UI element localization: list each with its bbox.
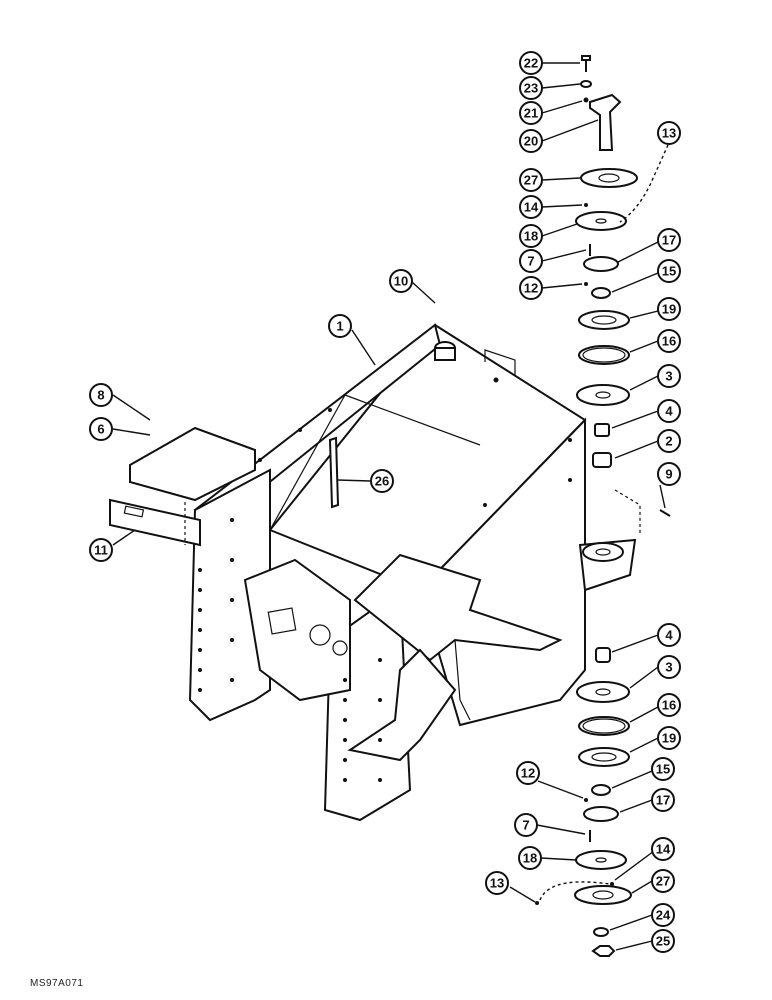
- callout-9: 9: [657, 462, 681, 486]
- svg-text:15: 15: [662, 264, 676, 279]
- svg-text:27: 27: [524, 173, 538, 188]
- svg-text:16: 16: [662, 698, 676, 713]
- svg-text:12: 12: [521, 766, 535, 781]
- callouts: 22 23 21 20 13 27 14 18 17 7 15 12 10 19…: [89, 51, 681, 953]
- callout-8: 8: [89, 383, 113, 407]
- svg-text:13: 13: [662, 126, 676, 141]
- svg-text:4: 4: [665, 628, 673, 643]
- callout-18-lower: 18: [518, 846, 542, 870]
- callout-13-lower: 13: [485, 871, 509, 895]
- svg-text:18: 18: [523, 851, 537, 866]
- svg-text:13: 13: [490, 876, 504, 891]
- callout-7-lower: 7: [514, 813, 538, 837]
- callout-22: 22: [519, 51, 543, 75]
- svg-text:2: 2: [665, 434, 672, 449]
- svg-text:17: 17: [656, 793, 670, 808]
- svg-text:3: 3: [665, 660, 672, 675]
- svg-text:19: 19: [662, 302, 676, 317]
- callout-24: 24: [651, 903, 675, 927]
- callout-17-upper: 17: [657, 228, 681, 252]
- callout-20: 20: [519, 129, 543, 153]
- svg-text:26: 26: [375, 474, 389, 489]
- svg-text:24: 24: [656, 908, 671, 923]
- callout-16-lower: 16: [657, 693, 681, 717]
- svg-text:4: 4: [665, 404, 673, 419]
- callout-18-upper: 18: [519, 224, 543, 248]
- svg-text:10: 10: [394, 274, 408, 289]
- callout-16-upper: 16: [657, 329, 681, 353]
- svg-text:6: 6: [97, 422, 104, 437]
- svg-text:25: 25: [656, 934, 670, 949]
- callout-3-lower: 3: [657, 655, 681, 679]
- svg-text:9: 9: [665, 467, 672, 482]
- svg-text:14: 14: [656, 842, 671, 857]
- callout-14-upper: 14: [519, 195, 543, 219]
- callout-4-upper: 4: [657, 399, 681, 423]
- svg-text:14: 14: [524, 200, 539, 215]
- svg-text:11: 11: [94, 543, 108, 558]
- callout-25: 25: [651, 929, 675, 953]
- callout-19-upper: 19: [657, 297, 681, 321]
- callout-23: 23: [519, 76, 543, 100]
- callout-2: 2: [657, 429, 681, 453]
- callout-26: 26: [370, 469, 394, 493]
- callout-17-lower: 17: [651, 788, 675, 812]
- upper-pivot-stack: [575, 55, 671, 517]
- svg-text:17: 17: [662, 233, 676, 248]
- svg-text:22: 22: [524, 56, 538, 71]
- svg-text:18: 18: [524, 229, 538, 244]
- svg-text:23: 23: [524, 81, 538, 96]
- callout-10: 10: [389, 269, 413, 293]
- callout-1: 1: [328, 314, 352, 338]
- svg-text:8: 8: [97, 388, 104, 403]
- callout-12-upper: 12: [519, 276, 543, 300]
- figure-code: MS97A071: [30, 978, 84, 989]
- callout-6: 6: [89, 417, 113, 441]
- callout-3-upper: 3: [657, 364, 681, 388]
- svg-text:3: 3: [665, 369, 672, 384]
- callout-19-lower: 19: [657, 726, 681, 750]
- callout-12-lower: 12: [516, 761, 540, 785]
- callout-21: 21: [519, 101, 543, 125]
- svg-text:7: 7: [527, 254, 534, 269]
- callout-27-lower: 27: [651, 869, 675, 893]
- svg-text:1: 1: [336, 319, 343, 334]
- svg-text:16: 16: [662, 334, 676, 349]
- frame-assembly: [109, 323, 641, 822]
- callout-14-lower: 14: [651, 837, 675, 861]
- svg-text:7: 7: [522, 818, 529, 833]
- callout-7-upper: 7: [519, 249, 543, 273]
- mounting-holes: [198, 408, 572, 782]
- callout-11: 11: [89, 538, 113, 562]
- svg-text:15: 15: [656, 762, 670, 777]
- leader-lines: [112, 62, 669, 951]
- callout-13-upper: 13: [657, 121, 681, 145]
- svg-text:27: 27: [656, 874, 670, 889]
- callout-15-upper: 15: [657, 259, 681, 283]
- callout-27-upper: 27: [519, 168, 543, 192]
- svg-text:21: 21: [524, 106, 538, 121]
- callout-15-lower: 15: [651, 757, 675, 781]
- callout-4-lower: 4: [657, 623, 681, 647]
- svg-text:12: 12: [524, 281, 538, 296]
- svg-text:19: 19: [662, 731, 676, 746]
- svg-text:20: 20: [524, 134, 538, 149]
